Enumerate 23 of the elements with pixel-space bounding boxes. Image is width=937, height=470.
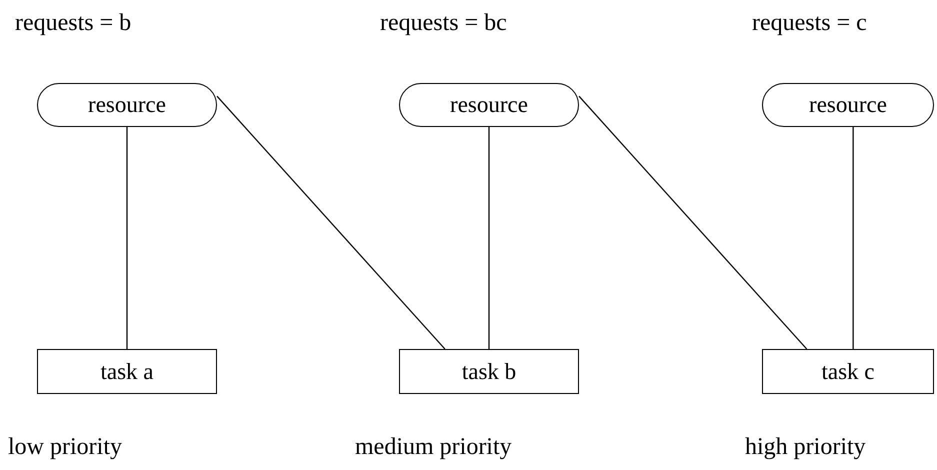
process-box	[762, 349, 934, 394]
requests-label: requests = b	[15, 10, 132, 37]
node-label: resource	[450, 92, 528, 118]
process-box	[399, 349, 579, 394]
node-label: task c	[821, 358, 874, 384]
rounded-box	[399, 83, 579, 127]
node-label: resource	[809, 92, 887, 118]
priority-label: medium priority	[355, 434, 512, 461]
node-label: task a	[100, 358, 154, 384]
process-box	[37, 349, 217, 394]
node-label: resource	[88, 92, 166, 118]
rounded-box	[762, 83, 934, 127]
requests-label: requests = c	[752, 10, 867, 37]
connector-line	[852, 127, 854, 349]
connector-line	[488, 127, 490, 349]
priority-label: high priority	[745, 434, 866, 461]
connector-line	[578, 96, 808, 350]
requests-label: requests = bc	[380, 10, 507, 37]
connector-line	[216, 96, 446, 350]
priority-label: low priority	[8, 434, 122, 461]
rounded-box	[37, 83, 217, 127]
connector-line	[126, 127, 128, 349]
node-label: task b	[462, 358, 516, 384]
